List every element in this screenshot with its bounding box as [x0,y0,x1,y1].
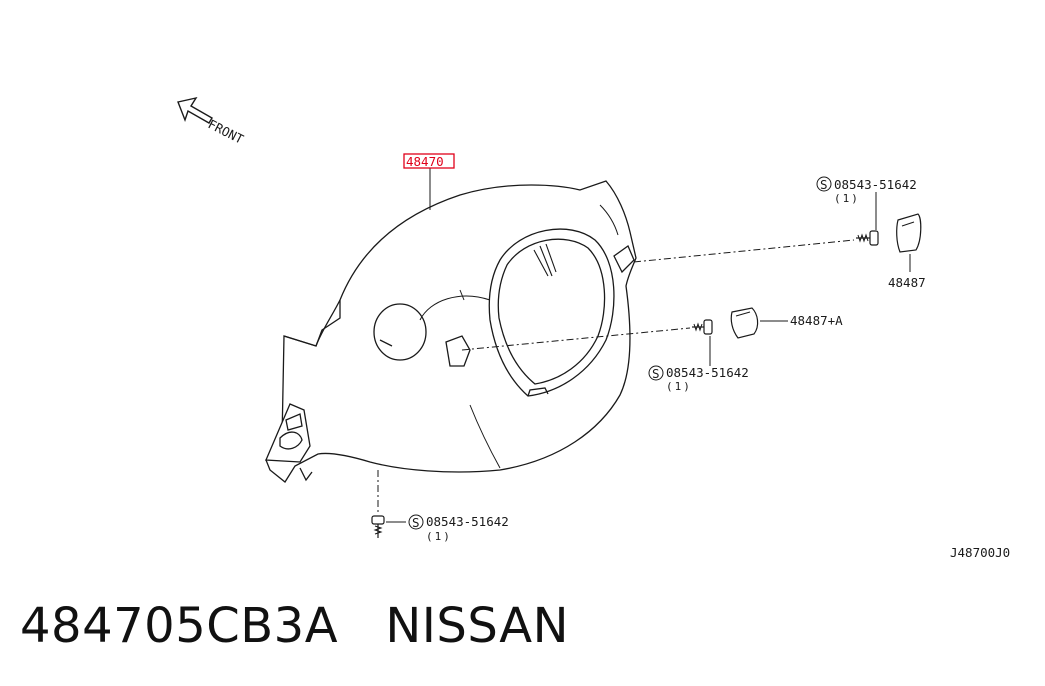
clip-48487a-icon [730,307,759,339]
screw-top-part-number[interactable]: 08543-51642 [834,177,917,192]
screw-top-symbol: S [820,177,828,192]
part-caption: 484705CB3A NISSAN [20,598,569,654]
main-part-highlight-box [403,153,455,169]
screw-mid-symbol: S [652,366,660,381]
screw-mid-icon [692,319,713,335]
screw-mid-qty: (1) [666,380,692,393]
front-direction-arrow-icon [177,96,213,124]
screw-top-qty: (1) [834,192,860,205]
screw-bottom-symbol: S [412,515,420,530]
screw-top-icon [856,230,879,246]
clip-mid-part-number[interactable]: 48487+A [790,313,843,328]
front-direction-label: FRONT [206,116,247,147]
caption-brand: NISSAN [385,598,569,654]
clip-48487-icon [896,213,922,253]
screw-bottom-part-number[interactable]: 08543-51642 [426,514,509,529]
screw-mid-part-number[interactable]: 08543-51642 [666,365,749,380]
screw-bottom-qty: (1) [426,530,452,543]
main-part-number[interactable]: 48470 [406,154,444,169]
caption-part-number: 484705CB3A [20,598,339,654]
screw-bottom-icon [371,515,385,538]
clip-top-part-number[interactable]: 48487 [888,275,926,290]
column-cover-part-icon [265,180,637,483]
diagram-code: J48700J0 [950,545,1010,560]
